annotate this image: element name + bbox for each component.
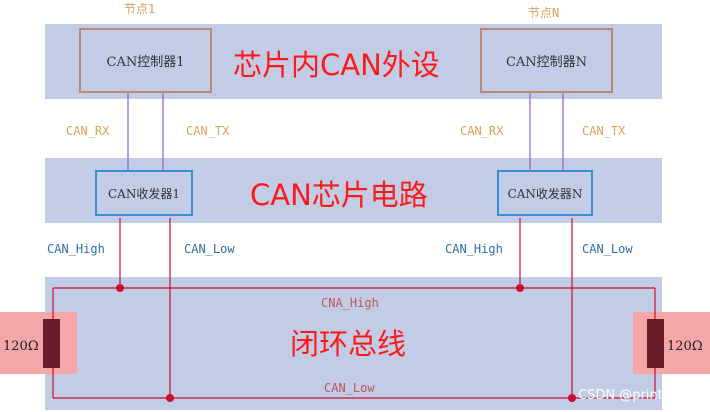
can-controller-1-label: CAN控制器1: [106, 55, 185, 70]
circuit-layer-title: CAN芯片电路: [250, 178, 428, 212]
low-label-node1: CAN_Low: [184, 242, 235, 256]
rx-label-noden: CAN_RX: [460, 124, 504, 138]
resistor-left-label: 120Ω: [3, 339, 39, 354]
can-controller-n: CAN控制器N: [480, 28, 613, 93]
junction-high-node1: [116, 284, 124, 292]
resistor-right-background: [633, 312, 710, 374]
can-transceiver-n-label: CAN收发器N: [507, 186, 583, 201]
tx-label-noden: CAN_TX: [582, 124, 626, 138]
low-label-noden: CAN_Low: [582, 242, 633, 256]
peripheral-layer-title: 芯片内CAN外设: [233, 48, 440, 82]
high-label-node1: CAN_High: [47, 242, 105, 256]
noden-label: 节点N: [528, 6, 560, 20]
can-transceiver-1-label: CAN收发器1: [108, 186, 180, 201]
bus-high-label: CNA_High: [321, 296, 379, 310]
rx-label-node1: CAN_RX: [66, 124, 110, 138]
junction-low-node1: [166, 394, 174, 402]
bus-layer-band: [45, 277, 662, 410]
bus-low-label: CAN_Low: [324, 381, 375, 395]
can-controller-n-label: CAN控制器N: [505, 55, 588, 70]
resistor-left-body: [43, 319, 60, 368]
junction-low-noden: [568, 394, 576, 402]
resistor-right-body: [647, 319, 664, 368]
resistor-left-background: [0, 312, 77, 374]
high-label-noden: CAN_High: [445, 242, 503, 256]
bus-layer-title: 闭环总线: [290, 327, 407, 361]
tx-label-node1: CAN_TX: [186, 124, 230, 138]
junction-high-noden: [516, 284, 524, 292]
resistor-right-label: 120Ω: [667, 339, 703, 354]
can-transceiver-1: CAN收发器1: [95, 170, 193, 216]
can-transceiver-n: CAN收发器N: [497, 170, 593, 216]
watermark: CSDN @printf_01: [578, 388, 691, 403]
node1-label: 节点1: [124, 2, 156, 16]
can-controller-1: CAN控制器1: [79, 28, 212, 93]
